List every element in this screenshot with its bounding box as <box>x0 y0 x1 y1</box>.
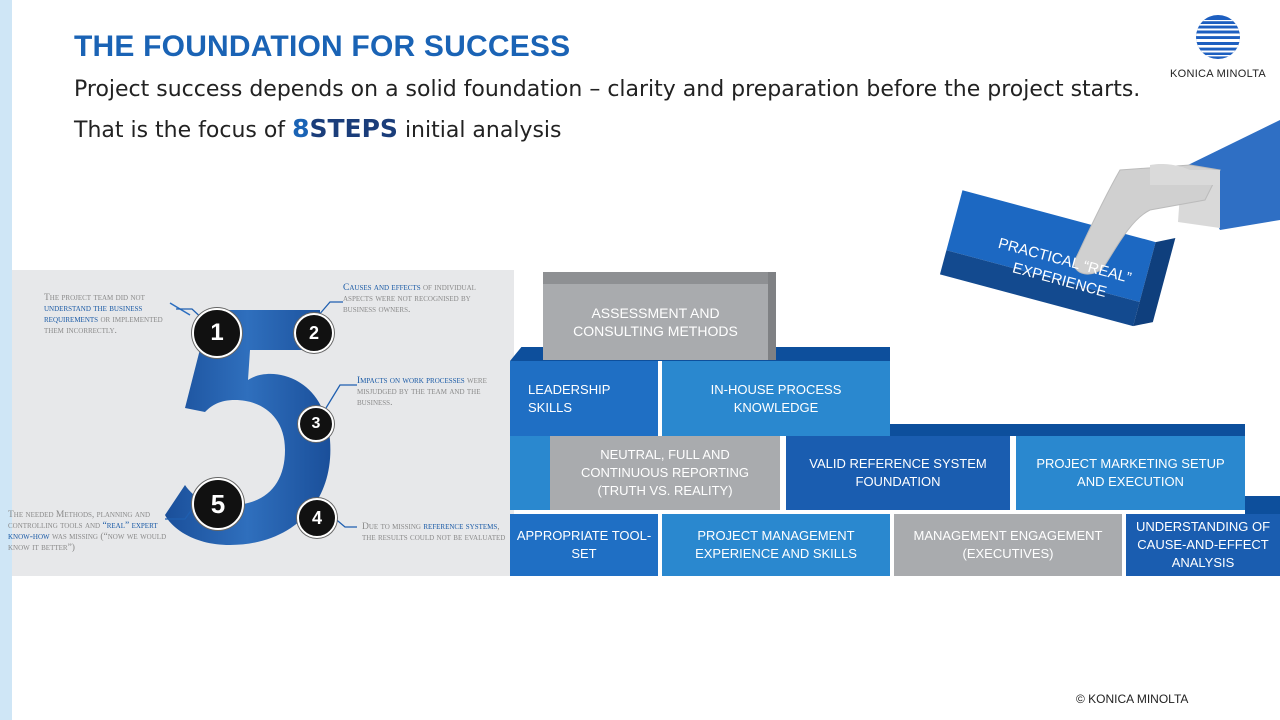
block-cause-effect: UNDERSTANDING OF CAUSE-AND-EFFECT ANALYS… <box>1126 514 1280 576</box>
subtitle-steps-number: 8 <box>292 114 310 143</box>
note-1-text-a: The project team did not <box>44 293 145 303</box>
step-circle-1: 1 <box>192 308 242 358</box>
subtitle-steps-word: STEPS <box>309 114 398 143</box>
konica-minolta-globe-icon <box>1196 15 1240 59</box>
footer-copyright: © KONICA MINOLTA <box>1076 692 1189 706</box>
subtitle-text: Project success depends on a solid found… <box>74 77 1141 143</box>
note-5-text-c: was missing (“now we would know it bette… <box>8 532 167 553</box>
note-5-highlight: “real” expert know-how <box>8 521 158 542</box>
step-circle-4: 4 <box>297 498 337 538</box>
block-inhouse: IN-HOUSE PROCESS KNOWLEDGE <box>662 361 890 436</box>
block-valid-reference: VALID REFERENCE SYSTEM FOUNDATION <box>786 436 1010 510</box>
hand-placing-block-illustration <box>939 120 1280 327</box>
step-circle-3: 3 <box>298 406 334 442</box>
logo-brand-text: KONICA MINOLTA <box>1169 68 1267 80</box>
note-1: The project team did not understand the … <box>44 293 176 337</box>
note-2-text: of individual aspects were not recognise… <box>343 283 476 315</box>
block-leadership: LEADERSHIP SKILLS <box>510 361 658 436</box>
note-5: The needed Methods, planning and control… <box>8 510 168 554</box>
note-2: Causes and effects of individual aspects… <box>343 283 493 316</box>
note-1-highlight: understand the business requirements <box>44 304 143 325</box>
company-logo: KONICA MINOLTA <box>1168 14 1268 80</box>
note-4: Due to missing reference systems, the re… <box>362 522 507 544</box>
note-3: Impacts on work processes were misjudged… <box>357 376 507 409</box>
note-4-text-a: Due to missing <box>362 522 421 532</box>
block-top-face <box>890 424 1245 436</box>
assessment-block-side <box>768 272 776 360</box>
note-3-highlight: Impacts on work processes <box>357 376 465 386</box>
page-subtitle: Project success depends on a solid found… <box>74 70 1144 150</box>
block-management: MANAGEMENT ENGAGEMENT (EXECUTIVES) <box>894 514 1122 576</box>
subtitle-end: initial analysis <box>404 118 562 143</box>
assessment-block-shadow <box>543 272 775 284</box>
block-assessment: ASSESSMENT AND CONSULTING METHODS <box>543 284 768 360</box>
block-top-face <box>1245 496 1280 516</box>
note-4-text-c: , the results could not be evaluated <box>362 522 506 543</box>
block-neutral: NEUTRAL, FULL AND CONTINUOUS REPORTING (… <box>550 436 780 510</box>
block-pm-experience: PROJECT MANAGEMENT EXPERIENCE AND SKILLS <box>662 514 890 576</box>
note-1-text-c: or implemented them incorrectly. <box>44 315 163 336</box>
block-toolset: APPROPRIATE TOOL-SET <box>510 514 658 576</box>
note-2-highlight: Causes and effects <box>343 283 421 293</box>
step-circle-2: 2 <box>294 313 334 353</box>
block-project-marketing: PROJECT MARKETING SETUP AND EXECUTION <box>1016 436 1245 510</box>
note-5-text-a: The needed Methods, planning and control… <box>8 510 151 531</box>
five-glyph <box>165 310 331 545</box>
step-circle-5: 5 <box>192 478 244 530</box>
note-3-text: were misjudged by the team and the busin… <box>357 376 487 408</box>
block-filler-left <box>510 436 550 510</box>
page-title: THE FOUNDATION FOR SUCCESS <box>74 30 571 63</box>
left-accent-strip <box>0 0 12 720</box>
note-4-highlight: reference systems <box>423 522 498 532</box>
